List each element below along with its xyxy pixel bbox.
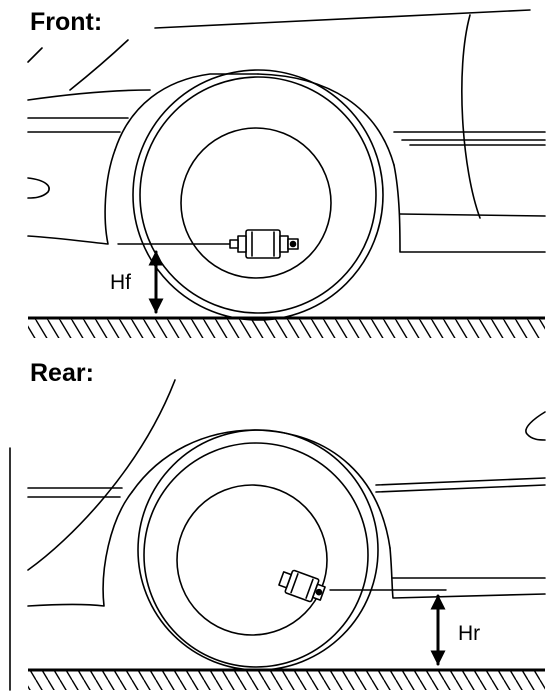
front-body-outline: [27, 9, 546, 253]
front-ground: [28, 316, 545, 338]
front-height-label: Hf: [110, 271, 131, 294]
rear-rim: [176, 484, 328, 636]
rear-height-label: Hr: [458, 622, 480, 645]
front-section-title: Front:: [30, 8, 102, 36]
rear-wheel-arch-inner: [143, 442, 369, 668]
rear-height-sensor-icon: [278, 569, 326, 603]
rear-view: Rear:: [9, 359, 546, 691]
rear-ground: [28, 668, 545, 690]
rear-wheel: [137, 429, 379, 671]
front-view: Front:: [27, 8, 546, 338]
front-rim: [180, 127, 332, 279]
front-wheel: [132, 69, 384, 321]
front-wheel-arch-inner: [139, 76, 377, 314]
rear-section-title: Rear:: [30, 359, 94, 387]
front-tire-outer: [132, 69, 384, 321]
front-height-sensor-icon: [229, 229, 299, 259]
